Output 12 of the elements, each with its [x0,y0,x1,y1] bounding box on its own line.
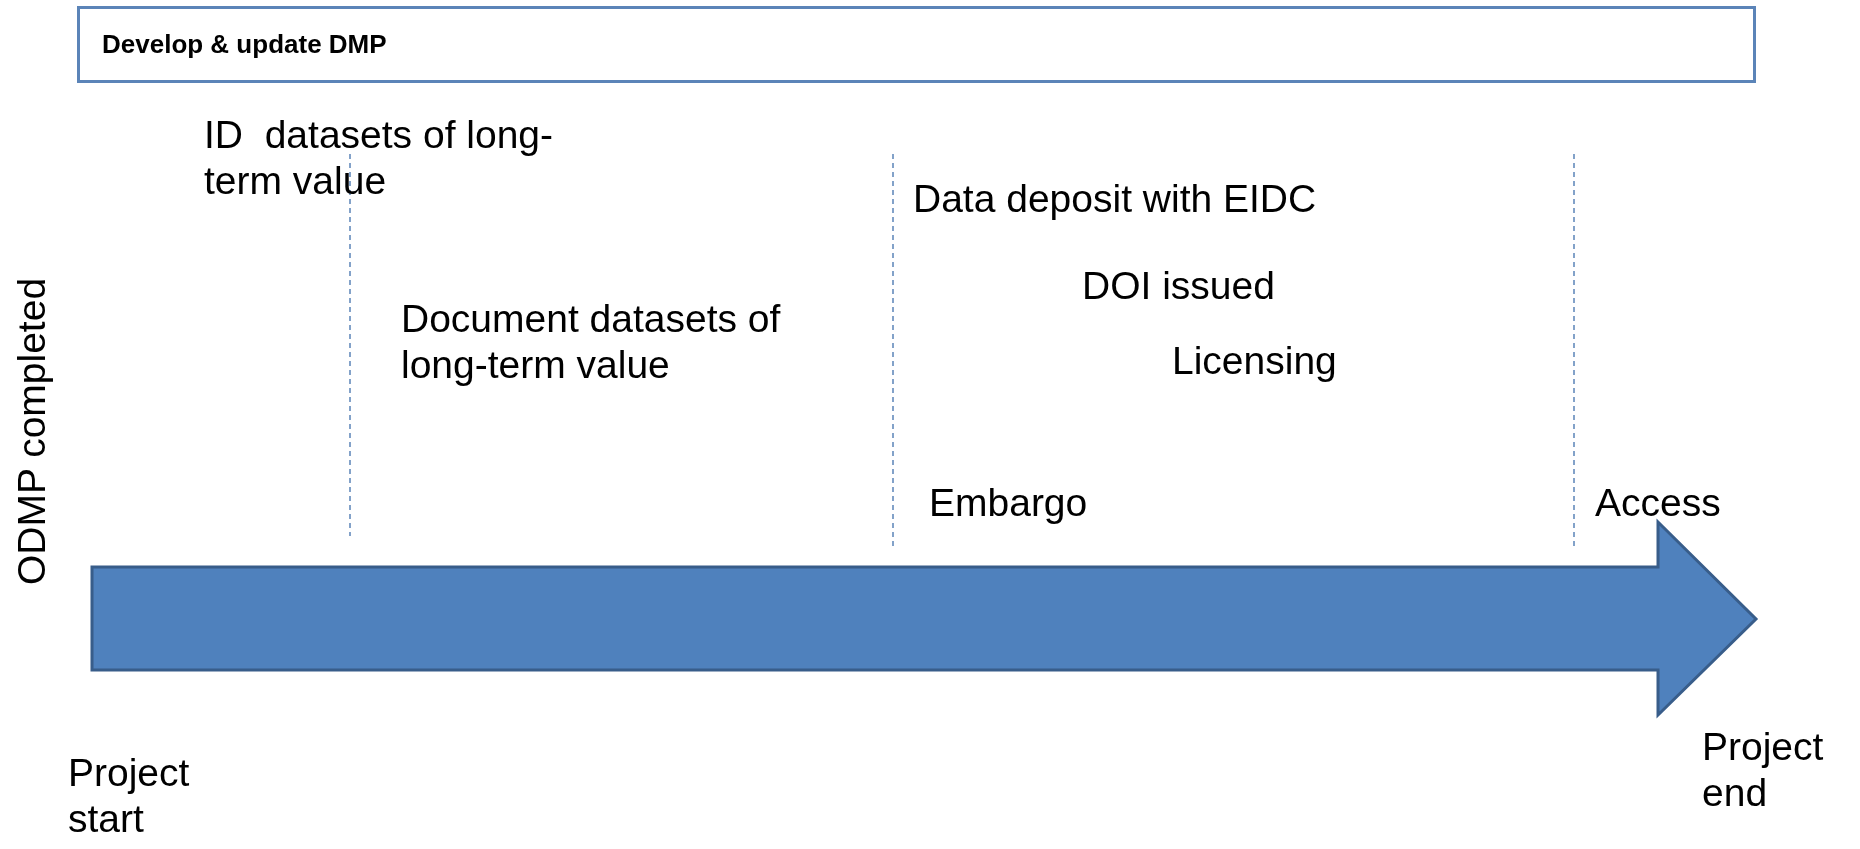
stage-label: Access [1595,480,1722,526]
process-bar [77,6,1756,83]
stage-label: Licensing [1172,338,1338,384]
stage-label: Document datasets of long-term value [401,296,782,388]
stage-label: ID datasets of long-term value [204,112,555,204]
stage-label: Project end [1702,724,1825,816]
stage-label: DOI issued [1082,263,1276,309]
stage-label: Project start [68,750,191,842]
stage-label: Data deposit with EIDC [913,176,1318,222]
heading-text: Develop & update DMP [102,29,387,60]
stage-label: Embargo [929,480,1089,526]
axis-label: ODMP completed [12,277,51,585]
